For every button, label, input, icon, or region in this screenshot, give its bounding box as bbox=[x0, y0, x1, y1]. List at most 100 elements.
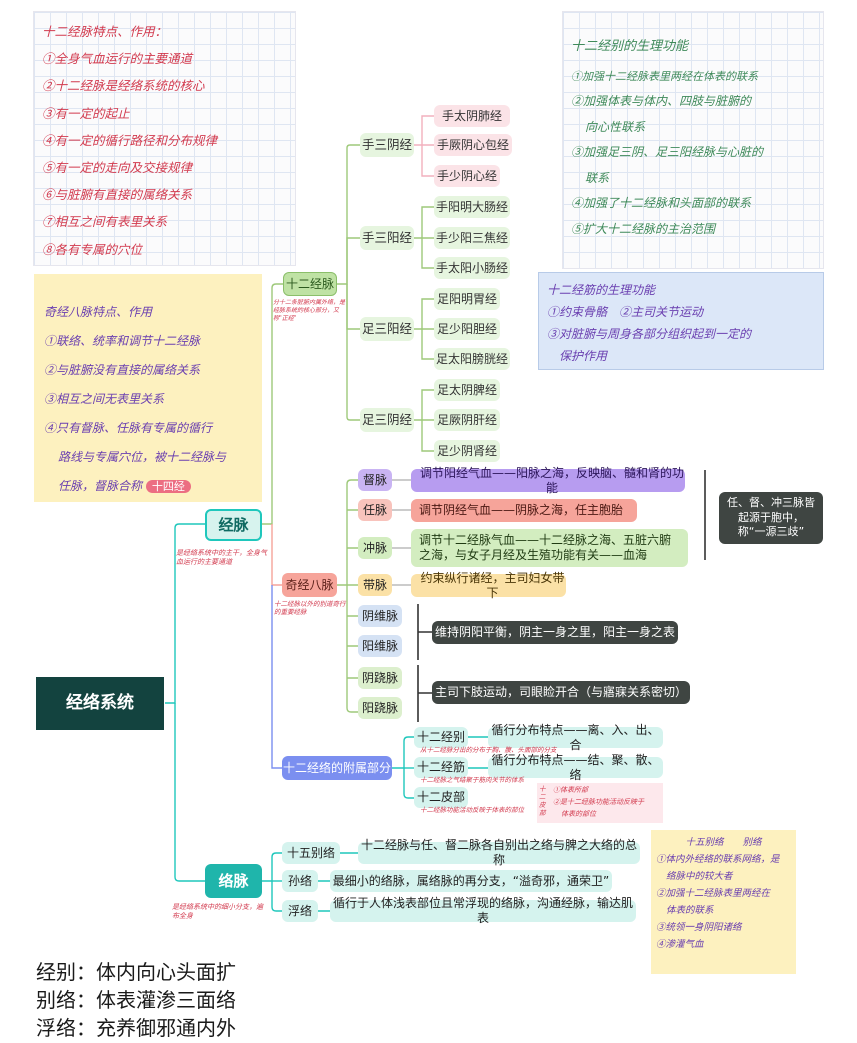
note-eight-extra-meridians: 奇经八脉特点、作用 ①联络、统率和调节十二经脉 ②与脏腑没有直接的属络关系 ③相… bbox=[34, 274, 262, 502]
annotation-eight-extra: 十二经脉以外的别道奇行的重要经脉 bbox=[274, 600, 346, 617]
note-pibu-label: 十二皮部 bbox=[539, 785, 546, 817]
meridian-spleen[interactable]: 足太阴脾经 bbox=[434, 379, 500, 401]
note-line: 络脉中的较大者 bbox=[666, 871, 733, 882]
note-line: ⑧各有专属的穴位 bbox=[42, 241, 143, 257]
desc-du: 调节阳经气血——阳脉之海，反映脑、髓和肾的功能 bbox=[411, 466, 685, 495]
desc-jingjin: 循行分布特点——结、聚、散、络 bbox=[488, 753, 663, 782]
desc-fuluo: 循行于人体浅表部位且常浮现的络脉，沟通经脉，输达肌表 bbox=[330, 896, 636, 925]
group-foot-three-yang[interactable]: 足三阳经 bbox=[360, 317, 414, 341]
item-jingjin[interactable]: 十二经筋 bbox=[414, 757, 468, 778]
node-luomai[interactable]: 络脉 bbox=[205, 864, 262, 898]
node-jingmai[interactable]: 经脉 bbox=[205, 509, 262, 541]
note-twelve-meridians-features: 十二经脉特点、作用： ①全身气血运行的主要通道 ②十二经脉是经络系统的核心 ③有… bbox=[33, 11, 296, 266]
note-title: 十五别络 别络 bbox=[685, 837, 762, 848]
note-line: 联系 bbox=[585, 170, 610, 185]
note-line: ③对脏腑与周身各部分组织起到一定的 bbox=[547, 327, 752, 341]
meridian-large-intestine[interactable]: 手阳明大肠经 bbox=[434, 196, 510, 218]
note-line: ⑤扩大十二经脉的主治范围 bbox=[571, 221, 716, 236]
desc-qiaomai: 主司下肢运动，司眼睑开合（与寤寐关系密切） bbox=[432, 681, 690, 704]
meridian-heart[interactable]: 手少阴心经 bbox=[434, 165, 500, 187]
root-node[interactable]: 经络系统 bbox=[36, 677, 164, 730]
note-line: ③加强足三阴、足三阳经脉与心脏的 bbox=[571, 145, 764, 159]
note-line: 十二经别的生理功能 bbox=[571, 39, 689, 54]
node-twelve-meridians[interactable]: 十二经脉 bbox=[283, 272, 337, 296]
annotation-jingmai: 是经络系统中的主干，全身气血运行的主要通道 bbox=[176, 549, 267, 567]
note-line: ③有一定的起止 bbox=[42, 105, 130, 121]
note-line: ②加强十二经脉表里两经在 bbox=[656, 888, 771, 899]
desc-sunluo: 最细小的络脉，属络脉的再分支，“溢奇邪，通荣卫” bbox=[330, 870, 612, 892]
bottom-mnemonic-3: 浮络：充养御邪通内外 bbox=[36, 1018, 236, 1040]
annotation-jingbie: 从十二经脉分出的分布于胸、腹、头面部的分支 bbox=[420, 746, 557, 754]
note-line: 体表的联系 bbox=[666, 905, 714, 916]
meridian-liver[interactable]: 足厥阴肝经 bbox=[434, 409, 500, 431]
note-line: ④只有督脉、任脉有专属的循行 bbox=[44, 421, 213, 435]
meridian-stomach[interactable]: 足阳明胃经 bbox=[434, 288, 500, 310]
note-jingbie-function: 十二经别的生理功能 ①加强十二经脉表里两经在体表的联系 ②加强体表与体内、四肢与… bbox=[562, 11, 824, 269]
vessel-du[interactable]: 督脉 bbox=[358, 469, 392, 491]
note-line: ②十二经脉是经络系统的核心 bbox=[42, 78, 205, 94]
note-line: 奇经八脉特点、作用 bbox=[44, 305, 153, 319]
note-jingjin-function: 十二经筋的生理功能 ①约束骨骼 ②主司关节运动 ③对脏腑与周身各部分组织起到一定… bbox=[538, 272, 824, 370]
item-sunluo[interactable]: 孙络 bbox=[282, 870, 318, 892]
annotation-pibu: 十二经脉功能活动反映于体表的部位 bbox=[420, 806, 524, 814]
node-affiliated-parts[interactable]: 十二经络的附属部分 bbox=[282, 756, 392, 780]
group-hand-three-yin[interactable]: 手三阴经 bbox=[360, 133, 414, 157]
note-line: ②是十二经脉功能活动反映于 bbox=[553, 798, 644, 806]
note-line: ④加强了十二经脉和头面部的联系 bbox=[571, 196, 752, 210]
item-pibu[interactable]: 十二皮部 bbox=[414, 787, 468, 808]
bottom-mnemonic-2: 别络：体表灌渗三面络 bbox=[36, 990, 236, 1012]
highlight-fourteen: 十四经 bbox=[145, 480, 191, 493]
note-line: ①加强十二经脉表里两经在体表的联系 bbox=[571, 69, 758, 83]
vessel-ren[interactable]: 任脉 bbox=[358, 499, 392, 521]
bottom-mnemonic-1: 经别：体内向心头面扩 bbox=[36, 962, 236, 984]
note-line: 十二经筋的生理功能 bbox=[547, 283, 656, 297]
group-hand-three-yang[interactable]: 手三阳经 bbox=[360, 226, 414, 250]
item-fuluo[interactable]: 浮络 bbox=[282, 900, 318, 922]
vessel-dai[interactable]: 带脉 bbox=[358, 574, 392, 596]
meridian-kidney[interactable]: 足少阴肾经 bbox=[434, 440, 500, 462]
note-line: 向心性联系 bbox=[585, 119, 646, 134]
note-line: 体表的部位 bbox=[561, 810, 596, 818]
desc-chong: 调节十二经脉气血——十二经脉之海、五脏六腑之海，与女子月经及生殖功能有关——血海 bbox=[411, 529, 688, 567]
meridian-lung[interactable]: 手太阴肺经 bbox=[434, 105, 510, 127]
note-pibu-body: ①体表所部 ②是十二经脉功能活动反映于 体表的部位 bbox=[553, 784, 644, 820]
meridian-pericardium[interactable]: 手厥阴心包经 bbox=[434, 134, 512, 156]
note-line: 十二经脉特点、作用： bbox=[42, 24, 168, 39]
note-line: ③统领一身阴阳诸络 bbox=[656, 922, 742, 933]
note-line: ⑦相互之间有表里关系 bbox=[42, 214, 168, 230]
note-line: ②加强体表与体内、四肢与脏腑的 bbox=[571, 94, 752, 108]
desc-fifteen-luo: 十二经脉与任、督二脉各自别出之络与脾之大络的总称 bbox=[358, 838, 640, 867]
note-line-text: 任脉，督脉合称 bbox=[58, 479, 143, 493]
vessel-chong[interactable]: 冲脉 bbox=[358, 537, 392, 559]
note-line: ②与脏腑没有直接的属络关系 bbox=[44, 363, 201, 377]
desc-jingbie: 循行分布特点——离、入、出、合 bbox=[488, 723, 663, 752]
meridian-gallbladder[interactable]: 足少阳胆经 bbox=[434, 318, 500, 340]
note-line: ③相互之间无表里关系 bbox=[44, 392, 165, 406]
node-eight-extra-meridians[interactable]: 奇经八脉 bbox=[282, 573, 337, 597]
group-foot-three-yin[interactable]: 足三阴经 bbox=[360, 408, 414, 432]
desc-ren: 调节阴经气血——阴脉之海，任主胞胎 bbox=[411, 499, 637, 522]
note-line: ①联络、统率和调节十二经脉 bbox=[44, 334, 201, 348]
note-line: ⑤有一定的走向及交接规律 bbox=[42, 160, 193, 176]
annotation-jingjin: 十二经脉之气结聚于筋肉关节的体系 bbox=[420, 776, 524, 784]
note-line: ①约束骨骼 ②主司关节运动 bbox=[547, 305, 704, 319]
note-line: ①全身气血运行的主要通道 bbox=[42, 51, 193, 67]
meridian-sanjiao[interactable]: 手少阳三焦经 bbox=[434, 227, 510, 249]
note-bieluo: 十五别络 别络 ①体内外经络的联系网络，是 络脉中的较大者 ②加强十二经脉表里两… bbox=[651, 830, 796, 974]
item-jingbie[interactable]: 十二经别 bbox=[414, 727, 468, 748]
vessel-yinqiao[interactable]: 阴跷脉 bbox=[358, 667, 402, 689]
vessel-yinwei[interactable]: 阴维脉 bbox=[358, 605, 402, 627]
note-line: ①体内外经络的联系网络，是 bbox=[656, 854, 780, 865]
desc-dai: 约束纵行诸经，主司妇女带下 bbox=[411, 571, 566, 600]
note-pibu: 十二皮部 ①体表所部 ②是十二经脉功能活动反映于 体表的部位 bbox=[537, 783, 663, 823]
annotation-twelve-meridians: 分十二条脏腑内属外络，是经脉系统的核心部分，又称"正经" bbox=[273, 299, 346, 322]
item-fifteen-luo[interactable]: 十五别络 bbox=[282, 842, 340, 864]
vessel-yangwei[interactable]: 阳维脉 bbox=[358, 635, 402, 657]
note-line: 任脉，督脉合称 十四经 bbox=[44, 472, 254, 501]
meridian-bladder[interactable]: 足太阳膀胱经 bbox=[434, 348, 510, 370]
note-line: 路线与专属穴位，被十二经脉与 bbox=[58, 450, 227, 464]
annotation-luomai: 是经络系统中的细小分支，遍布全身 bbox=[172, 903, 263, 921]
meridian-small-intestine[interactable]: 手太阳小肠经 bbox=[434, 257, 510, 279]
vessel-yangqiao[interactable]: 阳跷脉 bbox=[358, 697, 402, 719]
